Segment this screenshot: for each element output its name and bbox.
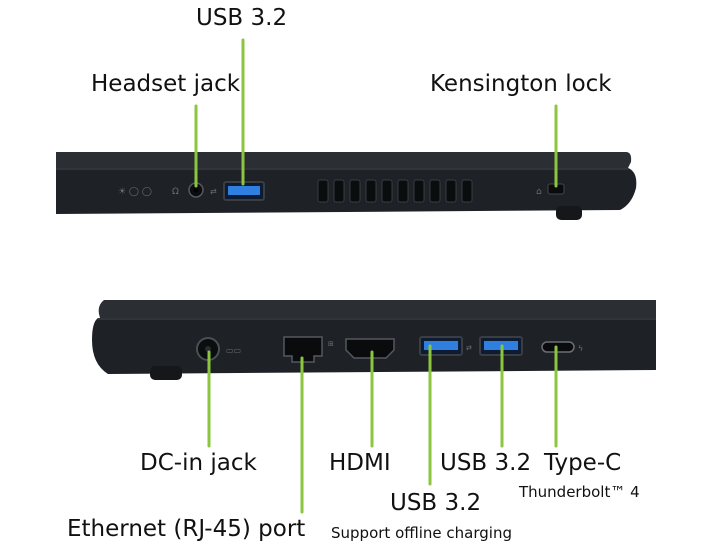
svg-text:⇄: ⇄ [210, 187, 217, 196]
callout-lines [194, 38, 558, 514]
laptop-left-side: ☀ ◯ ◯ Ω ⇄ ⌂ [56, 152, 637, 220]
svg-text:ϟ: ϟ [578, 344, 583, 353]
label-usb-b: USB 3.2 [390, 490, 482, 516]
svg-text:▭▭: ▭▭ [226, 346, 241, 355]
svg-text:⊞: ⊞ [328, 340, 334, 348]
label-dc-in-jack: DC-in jack [140, 450, 257, 476]
svg-text:⇄: ⇄ [466, 344, 472, 352]
svg-text:Ω: Ω [172, 187, 179, 197]
label-headset-jack: Headset jack [91, 71, 241, 97]
label-ethernet-port: Ethernet (RJ-45) port [67, 516, 306, 542]
label-usb-top: USB 3.2 [196, 5, 288, 31]
label-kensington-lock: Kensington lock [430, 71, 612, 97]
ethernet-port [283, 336, 323, 363]
label-type-c: Type-C [544, 450, 622, 476]
label-thunderbolt: Thunderbolt™ 4 [519, 483, 640, 501]
svg-text:⌂: ⌂ [536, 187, 542, 197]
vent-grille [317, 179, 473, 203]
svg-text:☀ ◯ ◯: ☀ ◯ ◯ [118, 187, 152, 197]
hdmi-port [345, 338, 395, 359]
type-c-port [541, 341, 575, 353]
label-offline-charging: Support offline charging [331, 524, 512, 542]
label-hdmi: HDMI [329, 450, 391, 476]
label-usb-a: USB 3.2 [440, 450, 532, 476]
laptop-right-side: ▭▭ ⊞ ⇄ ϟ [92, 300, 656, 380]
